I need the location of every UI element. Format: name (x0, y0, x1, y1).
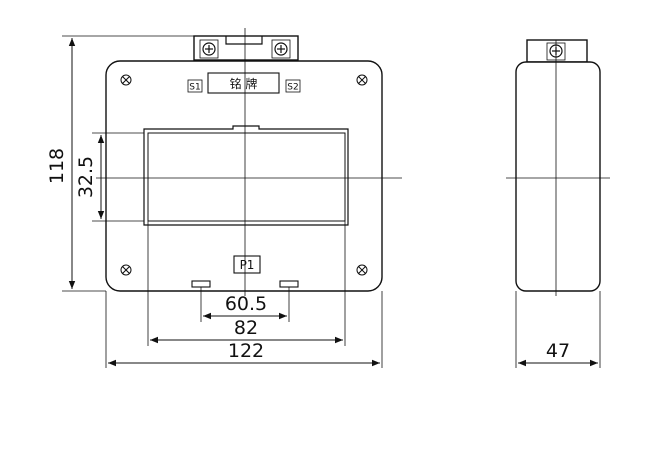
primary-marking (233, 255, 261, 274)
window-opening (143, 125, 349, 226)
corner-screw-icon (356, 74, 368, 86)
corner-screw-icon (356, 264, 368, 276)
terminal-label-s2: S2 (287, 83, 298, 93)
terminal-screw-left-icon (199, 39, 219, 59)
dim-depth: 47 (546, 340, 570, 362)
dim-mount-spacing: 60.5 (225, 293, 267, 315)
terminal-screw-right-icon (271, 39, 291, 59)
corner-screw-icon (120, 264, 132, 276)
dim-height-outer: 118 (46, 148, 68, 184)
nameplate-label: 铭 牌 (230, 76, 258, 91)
dim-window-width: 82 (234, 317, 258, 339)
side-housing (515, 61, 601, 292)
front-view: 铭 牌 S1 S2 P1 (96, 28, 402, 296)
side-view (506, 39, 610, 296)
front-dimensions: 118 32.5 60.5 82 122 (46, 35, 383, 368)
primary-label: P1 (240, 258, 255, 272)
corner-screw-icon (120, 74, 132, 86)
dim-overall-width: 122 (228, 340, 264, 362)
nameplate (207, 72, 280, 94)
top-terminal-block (193, 35, 299, 61)
dim-window-height: 32.5 (75, 156, 97, 198)
terminal-label-s1: S1 (189, 83, 200, 93)
side-dimensions: 47 (515, 291, 601, 368)
front-housing (105, 60, 383, 292)
